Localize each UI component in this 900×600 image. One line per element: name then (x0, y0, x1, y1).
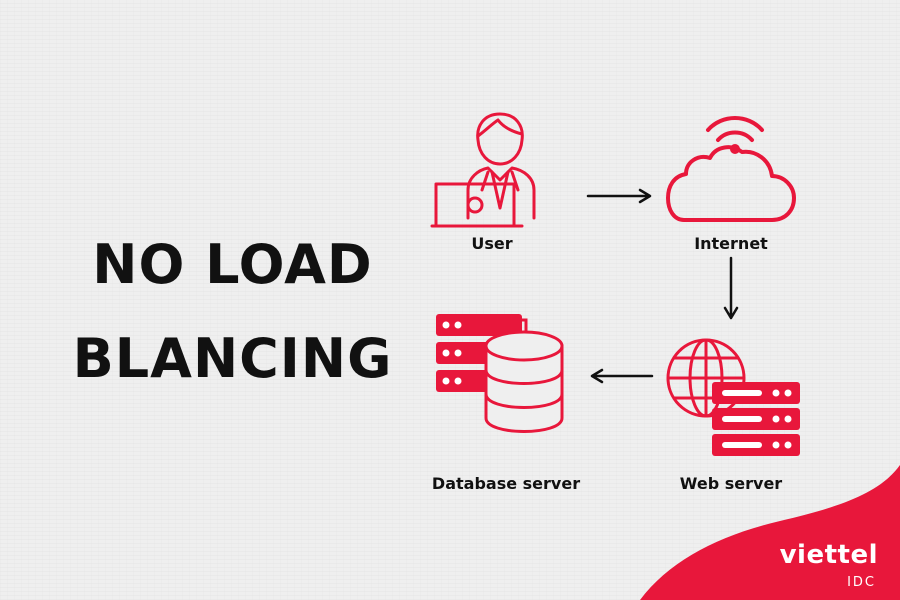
brand-logo-text: viettel (779, 540, 878, 570)
arrow-web-server-to-database (590, 368, 654, 384)
database-server-icon (436, 314, 564, 433)
title-line-1: NO LOAD (92, 233, 373, 296)
brand-logo-subtext: IDC (847, 575, 876, 590)
title-line-2: BLANCING (72, 327, 393, 390)
node-label-internet: Internet (694, 234, 768, 253)
brand-corner-shape (640, 465, 900, 600)
page-title: NO LOAD BLANCING (40, 218, 425, 406)
node-label-database-server: Database server (431, 474, 581, 493)
user-laptop-icon (430, 112, 536, 228)
arrow-user-to-internet (586, 188, 652, 204)
node-label-web-server: Web server (679, 474, 783, 493)
cloud-wifi-icon (666, 116, 796, 222)
arrow-internet-to-web-server (723, 256, 739, 320)
globe-server-icon (666, 338, 800, 456)
node-label-user: User (471, 234, 513, 253)
